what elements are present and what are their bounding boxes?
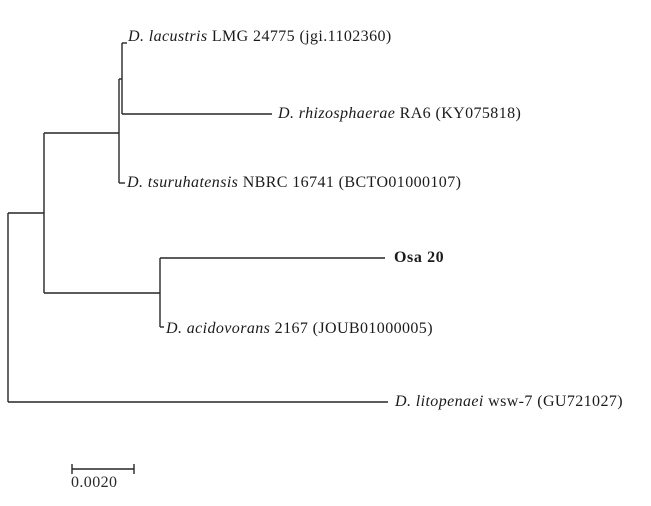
species-name: D. tsuruhatensis — [127, 174, 239, 191]
taxon-label-acidovorans: D. acidovorans 2167 (JOUB01000005) — [166, 320, 433, 338]
taxon-label-rhizosphaerae: D. rhizosphaerae RA6 (KY075818) — [278, 105, 521, 123]
strain-accession: RA6 (KY075818) — [395, 105, 522, 122]
taxon-label-tsuruhatensis: D. tsuruhatensis NBRC 16741 (BCTO0100010… — [127, 174, 461, 192]
strain-accession: wsw-7 (GU721027) — [483, 393, 623, 410]
species-name: D. lacustris — [128, 28, 208, 45]
species-name: D. rhizosphaerae — [278, 105, 396, 122]
strain-accession: 2167 (JOUB01000005) — [270, 320, 433, 337]
strain-name: Osa 20 — [394, 249, 445, 266]
strain-accession: NBRC 16741 (BCTO01000107) — [238, 174, 462, 191]
scale-bar-value: 0.0020 — [71, 474, 118, 491]
taxon-label-litopenaei: D. litopenaei wsw-7 (GU721027) — [395, 393, 623, 411]
taxon-label-osa20: Osa 20 — [394, 249, 444, 267]
species-name: D. acidovorans — [166, 320, 271, 337]
taxon-label-lacustris: D. lacustris LMG 24775 (jgi.1102360) — [128, 28, 392, 46]
strain-accession: LMG 24775 (jgi.1102360) — [207, 28, 392, 45]
species-name: D. litopenaei — [395, 393, 484, 410]
